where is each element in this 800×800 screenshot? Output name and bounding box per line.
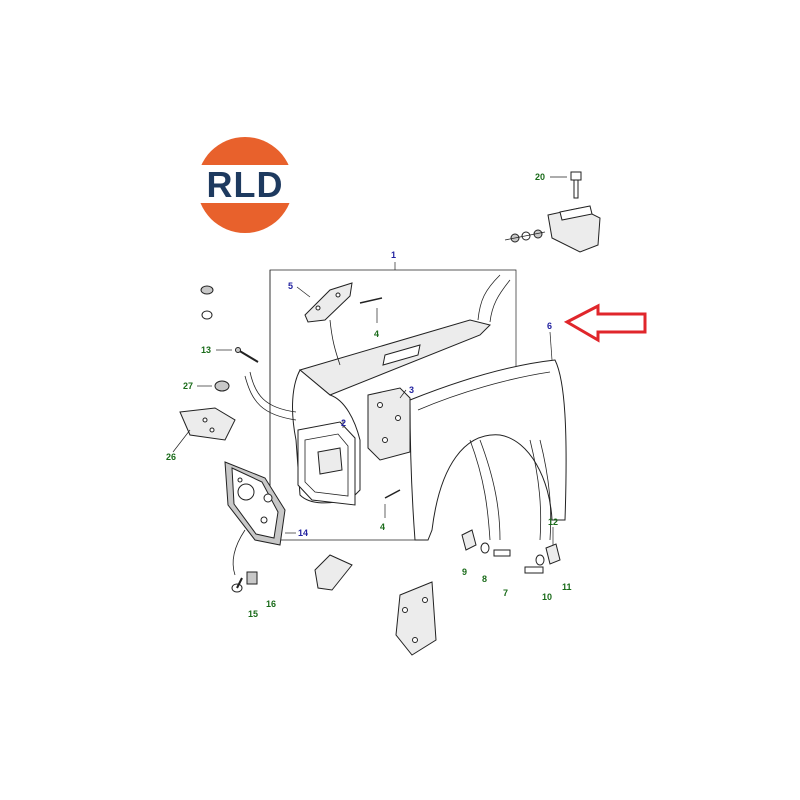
callout-12: 12 — [548, 517, 558, 527]
logo-band — [192, 165, 298, 203]
bottom-fasteners — [231, 297, 561, 656]
callout-3: 3 — [409, 385, 414, 395]
callout-7: 7 — [503, 588, 508, 598]
callout-1: 1 — [391, 250, 396, 260]
callout-4b: 4 — [380, 522, 385, 532]
callout-27: 27 — [183, 381, 193, 391]
callout-4a: 4 — [374, 329, 379, 339]
callout-5: 5 — [288, 281, 293, 291]
callout-14: 14 — [298, 528, 308, 538]
callout-labels: 1 2 3 4 4 5 6 7 8 9 10 11 12 13 14 15 16… — [166, 172, 572, 619]
callout-20: 20 — [535, 172, 545, 182]
callout-8: 8 — [482, 574, 487, 584]
hinge-assembly — [504, 171, 601, 253]
callout-15: 15 — [248, 609, 258, 619]
callout-11: 11 — [562, 582, 572, 592]
callout-6: 6 — [547, 321, 552, 331]
callout-9: 9 — [462, 567, 467, 577]
callout-16: 16 — [266, 599, 276, 609]
outer-wing-panel — [409, 359, 567, 541]
logo-text: RLD — [207, 164, 284, 205]
left-fasteners — [179, 285, 259, 441]
callout-10: 10 — [542, 592, 552, 602]
callout-2: 2 — [341, 418, 346, 428]
callout-26: 26 — [166, 452, 176, 462]
highlight-arrow — [563, 303, 647, 343]
gasket-plate — [224, 461, 286, 576]
inner-wing-panel — [244, 274, 511, 506]
rld-logo: RLD — [192, 137, 298, 233]
callout-13: 13 — [201, 345, 211, 355]
leader-lines — [172, 176, 567, 545]
